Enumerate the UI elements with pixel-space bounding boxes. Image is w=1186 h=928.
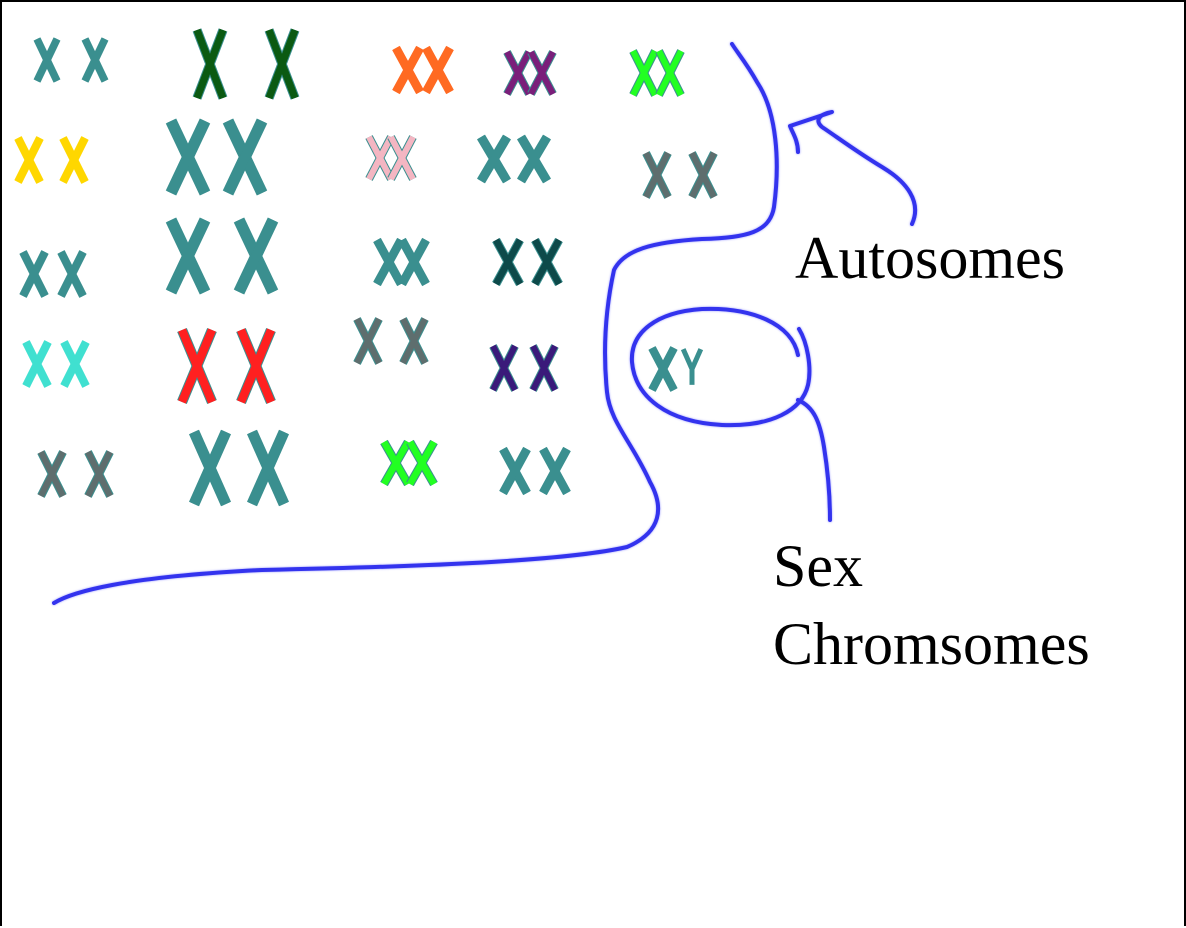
chromosome-x-left (19, 250, 49, 298)
chromosome-x-left (642, 151, 672, 199)
chromosome-x-left (365, 135, 395, 181)
chromosome-x-right (688, 151, 718, 199)
chromosome-x-left (353, 317, 383, 365)
chromosome-x-left (648, 346, 678, 392)
sex-label: Sex (773, 533, 863, 599)
chromosome-x-left (477, 134, 511, 184)
chromosome-x-right (60, 340, 90, 388)
chromosome-pair-12 (165, 217, 279, 295)
chromosome-pair-9 (477, 134, 551, 184)
chromosomes-label: Chromsomes (773, 611, 1090, 677)
chromosome-pair-14 (492, 237, 563, 287)
chromosome-x-left (165, 217, 211, 295)
chromosome-x-right (387, 135, 417, 181)
autosomes-boundary-line (52, 42, 779, 605)
chromosome-x-right (81, 37, 109, 83)
chromosome-pair-15 (22, 340, 90, 388)
chromosome-x-right (84, 450, 114, 498)
chromosome-x-left (37, 450, 67, 498)
chromosome-x-left (499, 446, 531, 496)
chromosome-pair-17 (353, 317, 429, 365)
autosomes-arrow-line (788, 110, 918, 226)
sex-chromosome-pointer-line (796, 398, 832, 522)
chromosome-pair-22 (499, 446, 571, 496)
chromosome-x-right (222, 118, 268, 196)
chromosome-x-right (406, 439, 438, 487)
chromosome-x-right (539, 446, 571, 496)
chromosome-x-left (14, 136, 44, 184)
chromosome-x-right (236, 328, 276, 404)
chromosome-x-left (492, 237, 524, 287)
chromosome-x-right (398, 237, 430, 287)
chromosome-x-right (57, 250, 87, 298)
chromosome-pair-4 (503, 50, 557, 96)
chromosome-x-right (59, 136, 89, 184)
chromosome-pair-3 (392, 45, 454, 95)
chromosome-pair-1 (33, 37, 109, 83)
chromosome-x-left (33, 37, 61, 83)
chromosome-x-right (655, 49, 685, 97)
chromosome-x-right (246, 429, 290, 507)
chromosome-x-right (399, 317, 429, 365)
chromosome-y (680, 348, 704, 385)
chromosome-pair-8 (365, 135, 417, 181)
chromosome-x-left (192, 28, 228, 100)
chromosome-x-left (188, 429, 232, 507)
chromosome-pair-2 (192, 28, 300, 100)
chromosome-set (14, 28, 718, 507)
chromosome-x-right (264, 28, 300, 100)
chromosome-x-right (527, 50, 557, 96)
chromosome-pair-5 (629, 49, 685, 97)
chromosome-x-left (165, 118, 211, 196)
chromosome-x-right (517, 134, 551, 184)
sex-chromosome-circle (629, 306, 812, 428)
annotations (52, 42, 918, 605)
chromosome-pair-7 (165, 118, 268, 196)
chromosome-x-right (531, 237, 563, 287)
chromosome-pair-10 (642, 151, 718, 199)
chromosome-pair-18 (489, 344, 559, 392)
chromosome-x-left (380, 439, 412, 487)
chromosome-pair-13 (373, 237, 430, 287)
chromosome-x-right (233, 217, 279, 295)
chromosome-x-left (177, 328, 217, 404)
chromosome-pair-11 (19, 250, 87, 298)
chromosome-x-right (422, 45, 454, 95)
chromosome-x-left (392, 45, 424, 95)
chromosome-pair-16 (177, 328, 276, 404)
chromosome-pair-6 (14, 136, 89, 184)
chromosome-x-right (529, 344, 559, 392)
autosomes-label: Autosomes (795, 225, 1065, 291)
chromosome-x-left (22, 340, 52, 388)
chromosome-x-left (629, 49, 659, 97)
chromosome-pair-21 (380, 439, 438, 487)
chromosome-sex-pair (648, 346, 704, 392)
chromosome-pair-20 (188, 429, 290, 507)
chromosome-x-left (503, 50, 533, 96)
chromosome-x-left (373, 237, 405, 287)
chromosome-x-left (489, 344, 519, 392)
chromosome-pair-19 (37, 450, 114, 498)
